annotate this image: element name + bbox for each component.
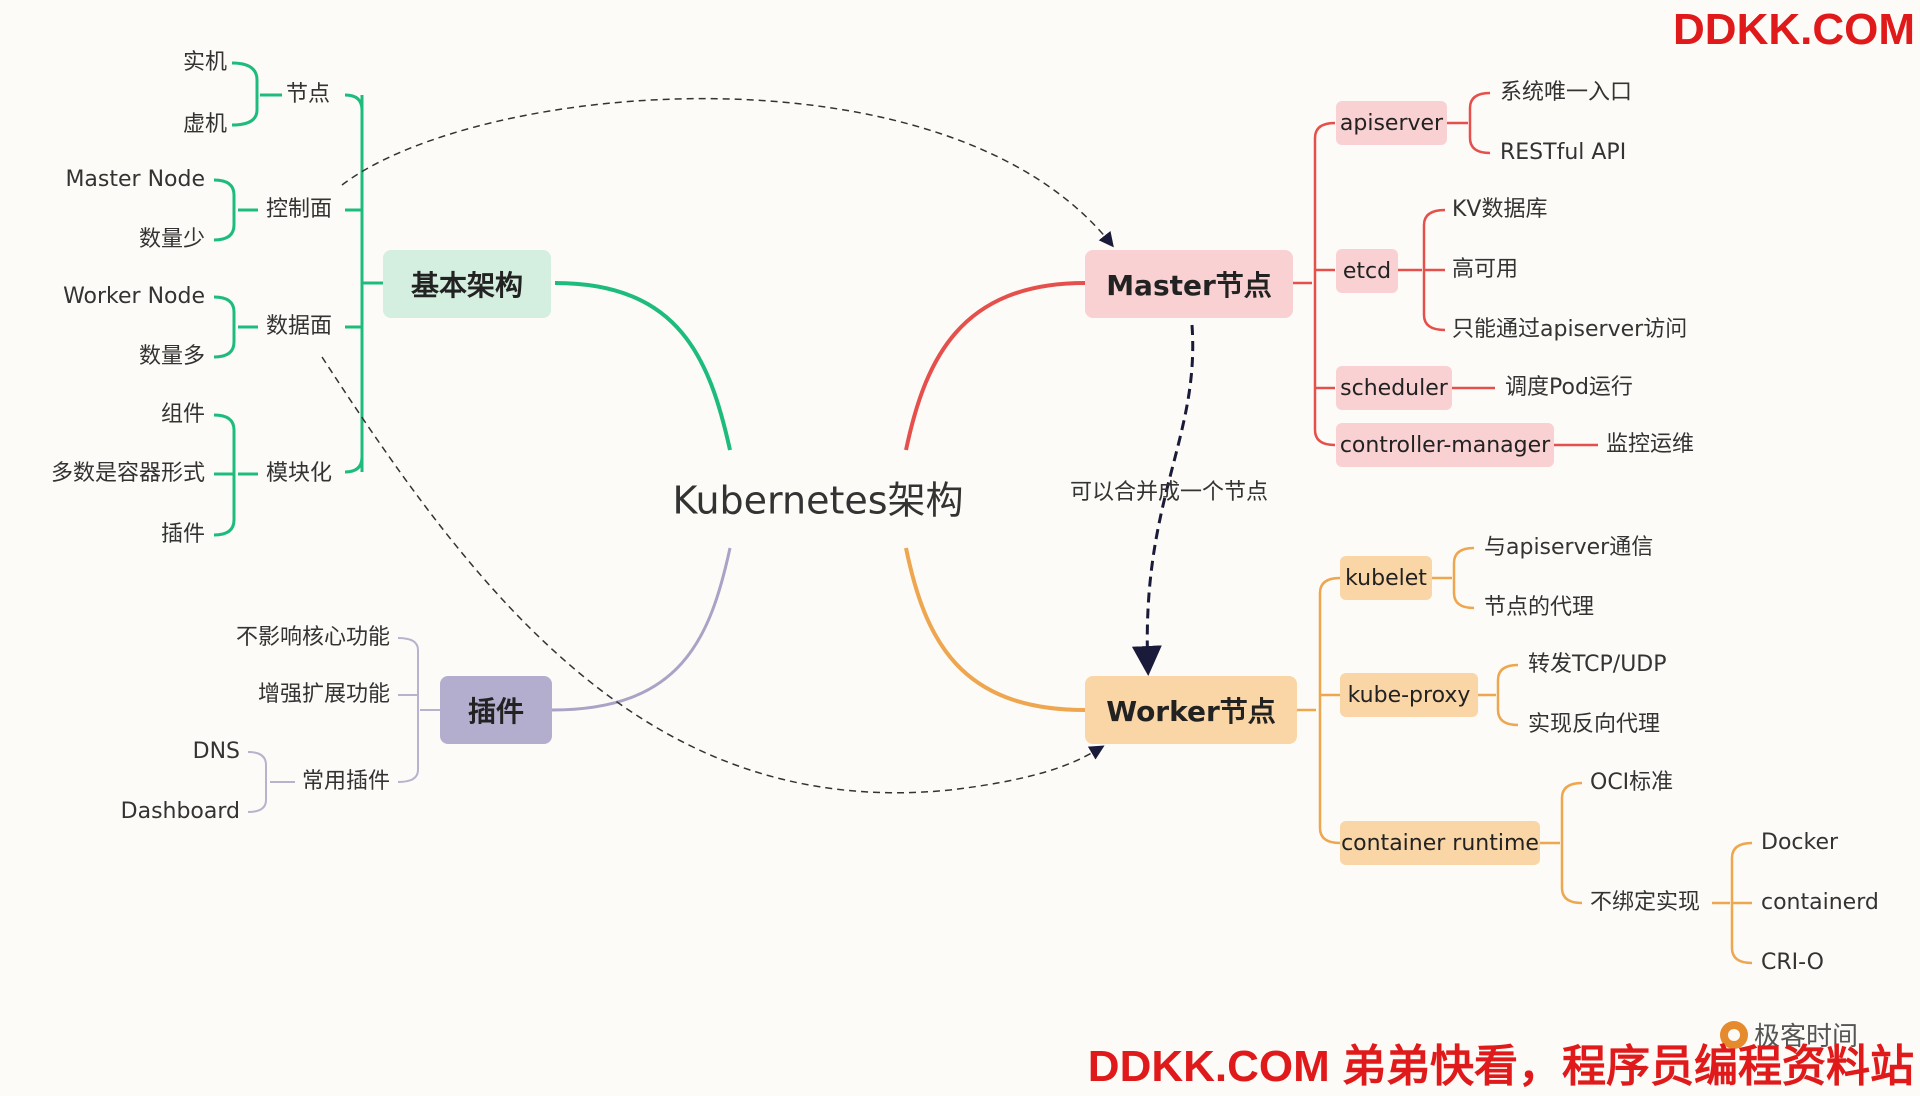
kubelet-topic[interactable]: kubelet xyxy=(1340,556,1432,600)
center-topic[interactable]: Kubernetes架构 xyxy=(672,478,964,523)
plugins-topic[interactable]: 插件 xyxy=(440,676,552,744)
node-child-virtual[interactable]: 虚机 xyxy=(182,112,227,137)
node-child-physical[interactable]: 实机 xyxy=(182,50,227,75)
plugin-item-enhance[interactable]: 增强扩展功能 xyxy=(257,682,390,707)
link-data-to-worker xyxy=(321,356,1105,794)
runtime-docker[interactable]: Docker xyxy=(1761,830,1839,855)
data-child-worker[interactable]: Worker Node xyxy=(63,284,205,309)
geektime-logo: 极客时间 xyxy=(1720,1016,1858,1053)
modular-label[interactable]: 模块化 xyxy=(265,461,332,486)
etcd-topic[interactable]: etcd xyxy=(1336,249,1398,293)
runtime-containerd[interactable]: containerd xyxy=(1761,890,1879,915)
apiserver-child-restful[interactable]: RESTful API xyxy=(1500,140,1627,165)
plugin-dashboard[interactable]: Dashboard xyxy=(120,799,240,824)
master-brackets xyxy=(1292,91,1598,447)
branch-basic xyxy=(554,281,732,451)
runtime-child-oci[interactable]: OCI标准 xyxy=(1590,770,1674,795)
branch-worker xyxy=(904,547,1086,712)
plugin-item-no-impact[interactable]: 不影响核心功能 xyxy=(235,625,390,650)
scheduler-child-pod[interactable]: 调度Pod运行 xyxy=(1505,375,1633,400)
proxy-child-reverse[interactable]: 实现反向代理 xyxy=(1528,712,1661,737)
runtime-child-unbound[interactable]: 不绑定实现 xyxy=(1590,890,1701,915)
controller-child-ops[interactable]: 监控运维 xyxy=(1606,432,1695,457)
control-child-master[interactable]: Master Node xyxy=(65,167,205,192)
merge-note: 可以合并成一个节点 xyxy=(1070,480,1269,505)
container-runtime-topic[interactable]: container runtime xyxy=(1340,821,1540,865)
branch-plugins xyxy=(551,547,732,712)
control-child-few[interactable]: 数量少 xyxy=(138,227,205,252)
worker-node-topic[interactable]: Worker节点 xyxy=(1085,676,1297,744)
controller-manager-topic[interactable]: controller-manager xyxy=(1336,423,1554,467)
apiserver-topic[interactable]: apiserver xyxy=(1336,101,1447,145)
kubelet-child-comm[interactable]: 与apiserver通信 xyxy=(1484,535,1654,560)
modular-child-component[interactable]: 组件 xyxy=(160,402,205,427)
basic-brackets xyxy=(213,61,383,537)
proxy-child-forward[interactable]: 转发TCP/UDP xyxy=(1528,652,1667,677)
link-control-to-master xyxy=(341,97,1114,248)
data-child-many[interactable]: 数量多 xyxy=(138,344,205,369)
basic-architecture-topic[interactable]: 基本架构 xyxy=(383,250,551,318)
kubelet-child-agent[interactable]: 节点的代理 xyxy=(1484,595,1595,620)
data-plane-label[interactable]: 数据面 xyxy=(265,314,332,339)
apiserver-child-entry[interactable]: 系统唯一入口 xyxy=(1500,80,1633,105)
kube-proxy-topic[interactable]: kube-proxy xyxy=(1340,673,1478,717)
control-plane-label[interactable]: 控制面 xyxy=(265,197,332,222)
worker-brackets xyxy=(1296,546,1753,965)
geektime-logo-text: 极客时间 xyxy=(1754,1022,1859,1052)
plugin-dns[interactable]: DNS xyxy=(192,739,240,764)
watermark-top: DDKK.COM xyxy=(1673,5,1915,54)
node-label[interactable]: 节点 xyxy=(285,82,330,107)
master-node-topic[interactable]: Master节点 xyxy=(1085,250,1293,318)
branch-master xyxy=(904,281,1086,451)
etcd-child-access[interactable]: 只能通过apiserver访问 xyxy=(1452,317,1688,342)
scheduler-topic[interactable]: scheduler xyxy=(1336,366,1452,410)
etcd-child-ha[interactable]: 高可用 xyxy=(1452,257,1519,282)
common-plugins-label[interactable]: 常用插件 xyxy=(301,769,390,794)
plugins-brackets xyxy=(247,637,440,813)
geektime-logo-icon xyxy=(1720,1020,1748,1049)
etcd-child-kv[interactable]: KV数据库 xyxy=(1452,197,1548,222)
modular-child-plugin[interactable]: 插件 xyxy=(160,522,205,547)
watermark-bottom: DDKK.COM 弟弟快看，程序员编程资料站 xyxy=(1087,1042,1914,1091)
runtime-crio[interactable]: CRI-O xyxy=(1761,950,1825,975)
modular-child-container[interactable]: 多数是容器形式 xyxy=(50,461,205,486)
